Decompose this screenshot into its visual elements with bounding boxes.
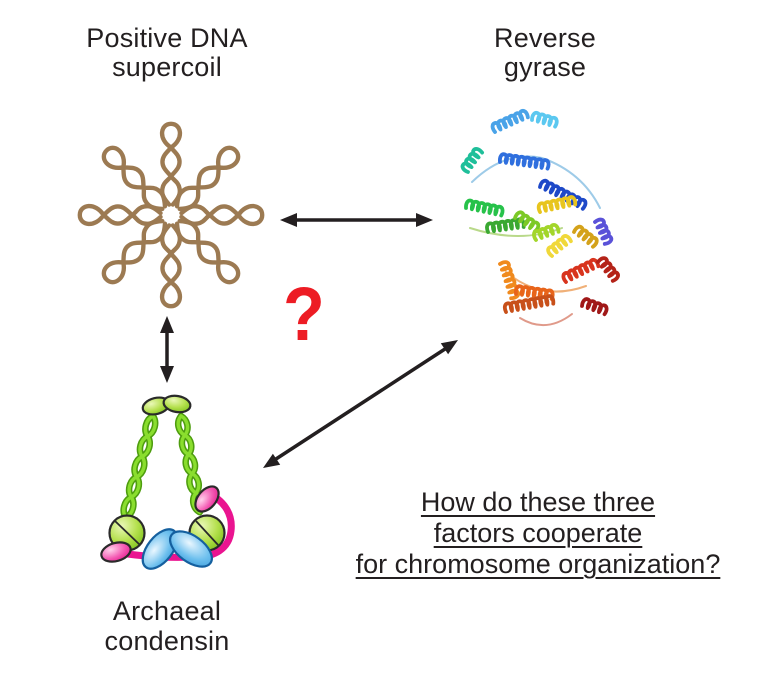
label-reverse-gyrase: Reverse gyrase [435, 24, 655, 82]
positive-supercoil-illustration [80, 124, 262, 306]
label-line: Archaeal [112, 596, 222, 626]
research-question-line: factors cooperate [433, 518, 643, 548]
archaeal-condensin-illustration [100, 394, 235, 570]
label-line: Positive DNA [86, 23, 248, 53]
label-line: condensin [104, 626, 230, 656]
label-archaeal-condensin: Archaeal condensin [57, 596, 277, 656]
arrow-condensin-gyrase [263, 340, 458, 468]
research-question-line: How do these three [420, 487, 656, 517]
arrow-supercoil-condensin [160, 316, 174, 383]
research-question: How do these three factors cooperate for… [338, 487, 738, 580]
arrow-supercoil-gyrase [280, 213, 433, 227]
label-line: supercoil [112, 52, 222, 82]
label-line: Reverse [494, 23, 596, 53]
label-positive-dna-supercoil: Positive DNA supercoil [57, 24, 277, 82]
question-mark: ? [283, 272, 325, 357]
label-line: gyrase [503, 52, 587, 82]
research-question-line: for chromosome organization? [355, 549, 721, 579]
reverse-gyrase-structure [459, 107, 622, 326]
